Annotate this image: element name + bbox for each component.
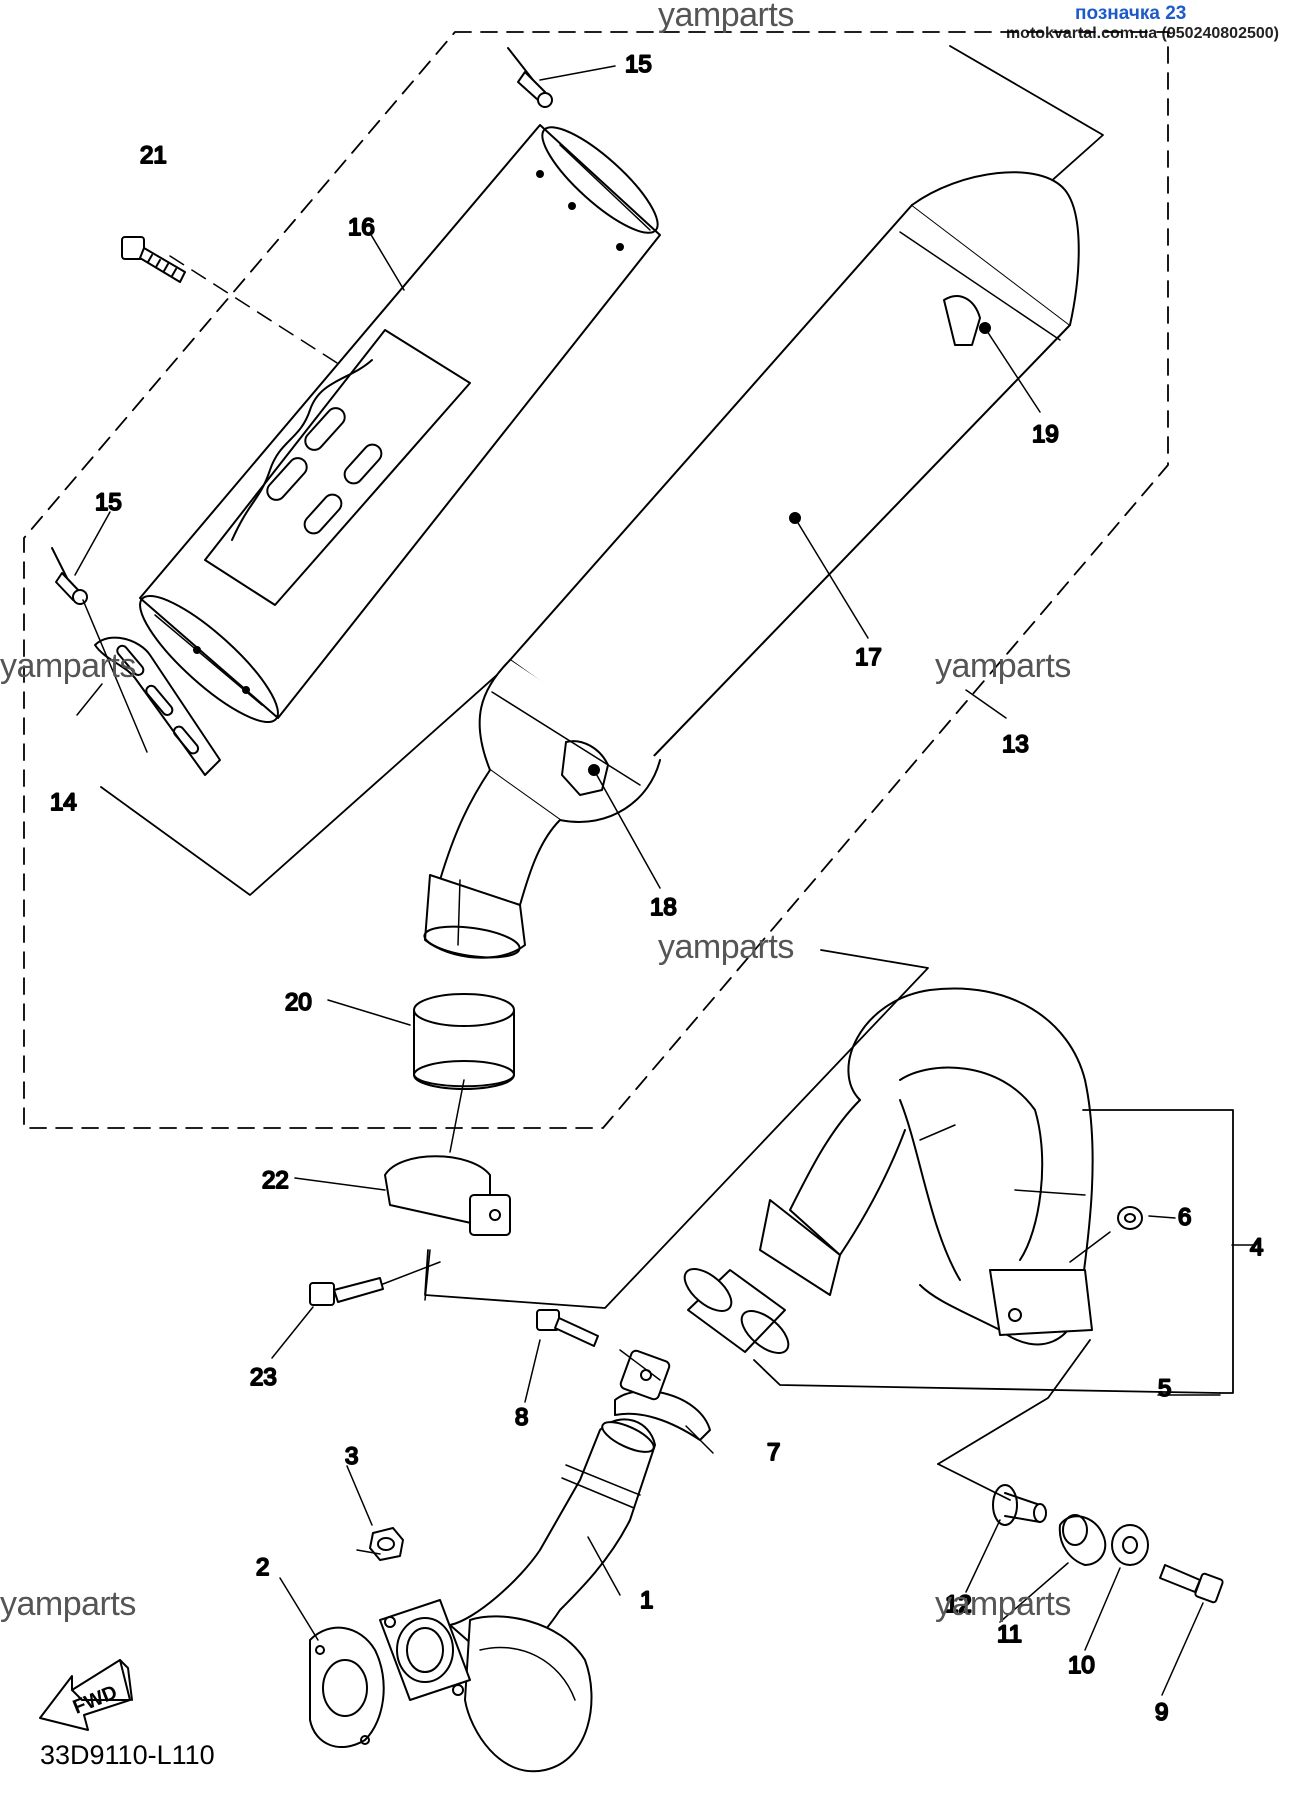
callout-6: 6 xyxy=(1178,1204,1191,1231)
rivet-top xyxy=(507,47,553,108)
callout-23: 23 xyxy=(250,1364,277,1391)
callout-3: 3 xyxy=(345,1443,358,1470)
callout-22: 22 xyxy=(262,1167,289,1194)
callout-15-left: 15 xyxy=(95,489,122,516)
rivet-left xyxy=(51,547,88,605)
collar-12 xyxy=(992,1484,1047,1526)
watermark: yamparts xyxy=(935,1585,1071,1623)
callout-9: 9 xyxy=(1155,1699,1168,1726)
callout-2: 2 xyxy=(256,1554,269,1581)
nut-3 xyxy=(369,1527,404,1561)
callout-10: 10 xyxy=(1068,1652,1095,1679)
callout-18: 18 xyxy=(650,894,677,921)
leader-lines xyxy=(74,65,1256,1696)
callout-13: 13 xyxy=(1002,731,1029,758)
watermark: yamparts xyxy=(0,647,136,685)
gasket-5 xyxy=(683,1268,790,1354)
band-clamp xyxy=(94,636,221,776)
callout-12: 12 xyxy=(945,1591,972,1618)
callout-20: 20 xyxy=(285,989,312,1016)
heat-guard-plate xyxy=(204,329,471,606)
damper-11 xyxy=(1058,1514,1107,1566)
bolt-23 xyxy=(309,1277,384,1306)
diagram-tag: позначка 23 xyxy=(1075,3,1187,24)
callout-11: 11 xyxy=(997,1621,1022,1648)
bracket-lines xyxy=(424,949,1234,1501)
callout-1: 1 xyxy=(640,1587,653,1614)
callout-4: 4 xyxy=(1250,1234,1263,1261)
watermark: yamparts xyxy=(658,0,794,34)
muffler-assembly-boundary xyxy=(23,31,1169,1129)
bolt-8 xyxy=(536,1309,599,1347)
callout-19: 19 xyxy=(1032,421,1059,448)
callout-5: 5 xyxy=(1158,1375,1171,1402)
watermark: yamparts xyxy=(0,1585,136,1623)
bolt-21 xyxy=(121,236,186,283)
fwd-arrow-icon: FWD xyxy=(39,1659,133,1731)
muffler-body xyxy=(423,171,1080,959)
callout-7: 7 xyxy=(767,1439,780,1466)
bolt-9 xyxy=(1159,1564,1224,1604)
watermark: yamparts xyxy=(935,647,1071,685)
callout-16: 16 xyxy=(348,214,375,241)
washer-10 xyxy=(1111,1524,1149,1566)
clamp-7 xyxy=(614,1349,711,1441)
gasket-sleeve xyxy=(413,993,515,1090)
callout-21: 21 xyxy=(140,142,167,169)
clamp-22 xyxy=(384,1155,511,1236)
callout-17: 17 xyxy=(855,644,882,671)
callout-8: 8 xyxy=(515,1404,528,1431)
header-pipe xyxy=(759,987,1094,1346)
callout-15-top: 15 xyxy=(625,51,652,78)
source-caption: motokvartal.com.ua (950240802500) xyxy=(1005,25,1279,42)
callout-14: 14 xyxy=(50,789,77,816)
watermark: yamparts xyxy=(658,928,794,966)
gasket-2 xyxy=(309,1626,385,1749)
damper-6 xyxy=(1117,1206,1143,1230)
diagram-code: 33D9110-L110 xyxy=(40,1740,215,1770)
exhaust-pipe-1 xyxy=(379,1418,656,1773)
